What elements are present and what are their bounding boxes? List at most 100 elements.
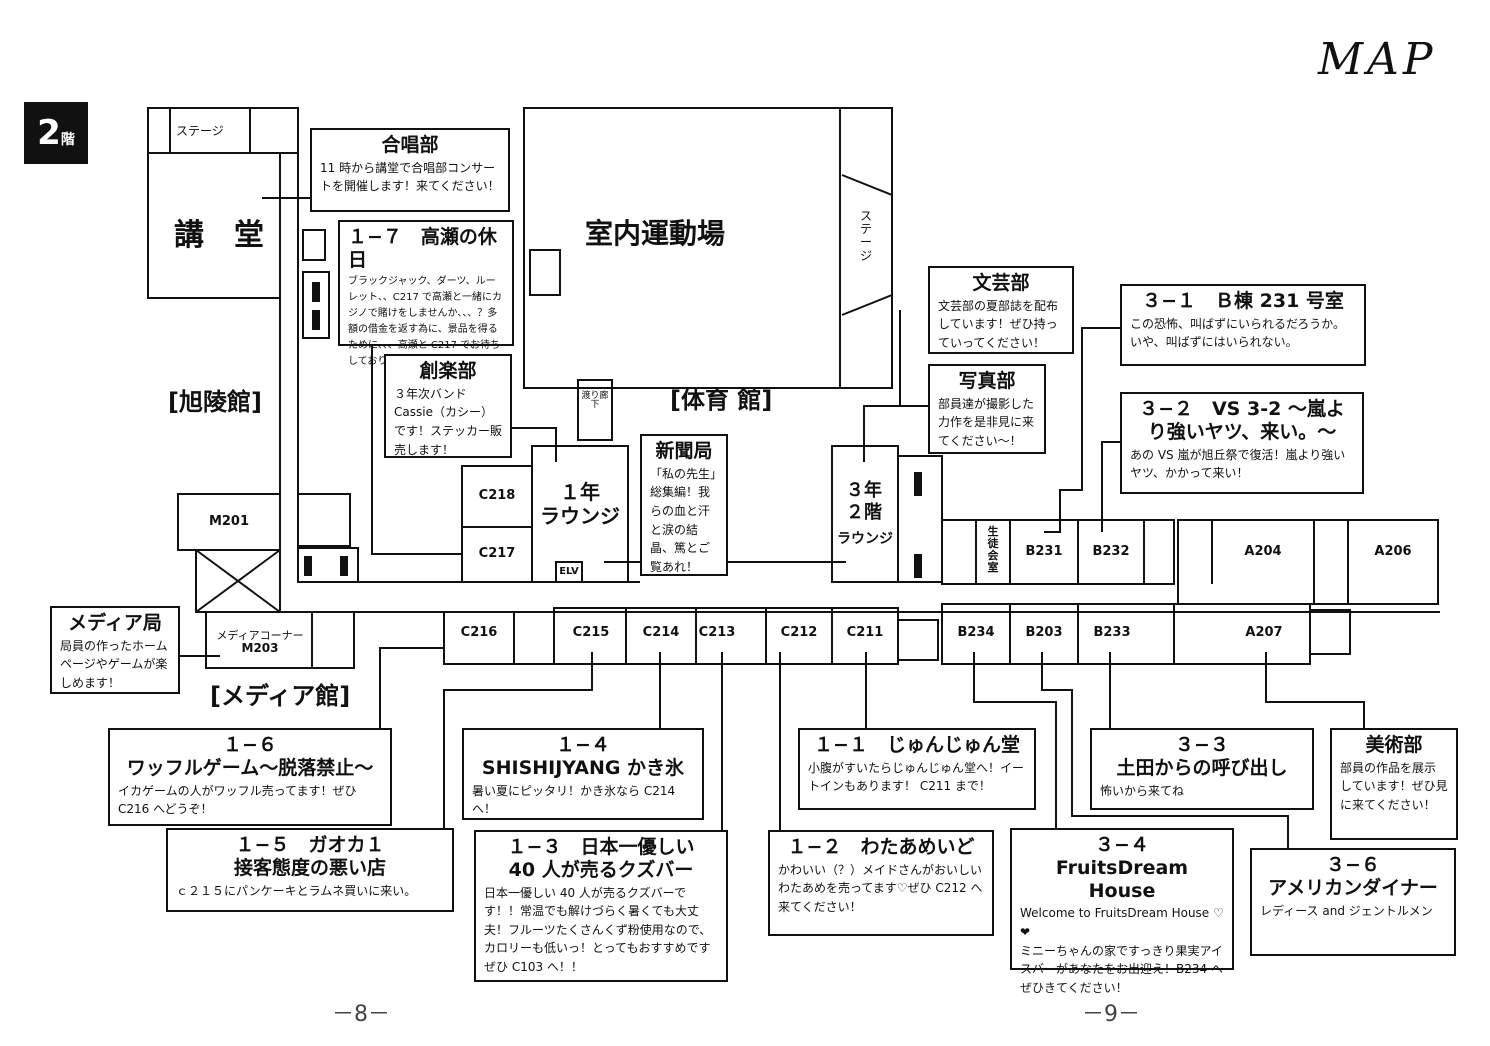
callout-body: ３年次バンド Cassie（カシー）です！ステッカー販売します！ [394, 386, 503, 457]
callout-body: 文芸部の夏部誌を配布しています！ぜひ持っていってください！ [938, 298, 1059, 350]
callout-1-1[interactable]: １−１ じゅんじゅん堂 小腹がすいたらじゅんじゅん堂へ！イートインもあります！ … [798, 728, 1036, 810]
callout-gassho[interactable]: 合唱部 11 時から講堂で合唱部コンサートを開催します！来てください！ [310, 128, 510, 212]
student-council-label: 生徒会室 [987, 525, 999, 575]
stage-label: ステージ [176, 124, 224, 138]
room-label: C213 [698, 625, 736, 640]
callout-title: １−５ ガオカ１ 接客態度の悪い店 [233, 834, 386, 879]
toilets-lower [297, 547, 359, 583]
watari-rouka [577, 379, 613, 441]
building-mediakan: [メディア館] [210, 682, 351, 710]
callout-3-3[interactable]: ３−３ 土田からの呼び出し 怖いから来てね [1090, 728, 1314, 810]
map-logo: MAP [1318, 34, 1437, 85]
watari-label: 渡り廊下 [581, 391, 609, 410]
callout-title: １−７ 高瀬の休日 [348, 226, 497, 271]
callout-title: １−３ 日本一優しい 40 人が売るクズバー [507, 836, 695, 881]
media-corner-label: メディアコーナー [216, 629, 304, 642]
stairs-m [297, 493, 351, 547]
callout-shinbun[interactable]: 新聞局 「私の先生」総集編！我らの血と汗と涙の結晶、篤とご覧あれ！ [640, 434, 728, 576]
room-label: B203 [1025, 625, 1063, 640]
callout-bijutsu[interactable]: 美術部 部員の作品を展示しています！ぜひ見に来てください！ [1330, 728, 1458, 840]
room-label: C211 [846, 625, 884, 640]
callout-body: Welcome to FruitsDream House ♡❤ ミニーちゃんの家… [1020, 906, 1224, 995]
callout-3-2[interactable]: ３−２ VS 3-2 〜嵐より強いヤツ、来い。〜 あの VS 嵐が旭丘祭で復活！… [1120, 392, 1364, 494]
building-taiikukan: [体育 館] [670, 386, 773, 414]
callout-title: ３−６ アメリカンダイナー [1268, 854, 1438, 899]
auditorium-label: 講 堂 [174, 218, 264, 253]
callout-1-6[interactable]: １−６ ワッフルゲーム〜脱落禁止〜 イカゲームの人がワッフル売ってます！ぜひ C… [108, 728, 392, 826]
callout-body: ブラックジャック、ダーツ、ルーレット、、C217 で高瀬と一緒にカジノで賭けをし… [348, 275, 503, 367]
callout-body: レディース and ジェントルメン [1260, 903, 1433, 918]
floor-suffix: 階 [60, 132, 75, 148]
page-number-right: －9－ [1082, 1002, 1140, 1027]
callout-1-5[interactable]: １−５ ガオカ１ 接客態度の悪い店 ｃ２１５にパンケーキとラムネ買いに来い。 [166, 828, 454, 912]
callout-body: 暑い夏にピッタリ！かき氷なら C214 へ！ [472, 783, 676, 817]
callout-1-7[interactable]: １−７ 高瀬の休日 ブラックジャック、ダーツ、ルーレット、、C217 で高瀬と一… [338, 220, 514, 367]
callout-title: 写真部 [958, 370, 1016, 392]
room-label: M201 [208, 514, 250, 529]
callout-3-1[interactable]: ３−１ Ｂ棟 231 号室 この恐怖、叫ばずにいられるだろうか。いや、叫ばずには… [1120, 284, 1366, 366]
gym-stairs [529, 249, 561, 296]
callout-title: 創楽部 [419, 360, 477, 382]
callout-media[interactable]: メディア局 局員の作ったホームページやゲームが楽しめます！ [50, 606, 180, 694]
lounge-1-label: １年 ラウンジ [540, 480, 620, 528]
toilet-left-upper [302, 271, 330, 339]
callout-title: １−６ ワッフルゲーム〜脱落禁止〜 [126, 734, 374, 779]
callout-body: 小腹がすいたらじゅんじゅん堂へ！イートインもあります！ C211 まで！ [808, 760, 1025, 794]
lounge-3-label: ３年 ２階 [846, 480, 882, 523]
callout-soraku[interactable]: 創楽部 ３年次バンド Cassie（カシー）です！ステッカー販売します！ [384, 354, 512, 458]
gym-outline [523, 107, 893, 389]
callout-title: 美術部 [1365, 734, 1423, 756]
room-label: C215 [572, 625, 610, 640]
floor-badge: 2階 [24, 102, 88, 164]
callout-1-3[interactable]: １−３ 日本一優しい 40 人が売るクズバー 日本一優しい 40 人が売るクズバ… [474, 830, 728, 982]
callout-title: １−４ SHISHIJYANG かき氷 [481, 734, 685, 779]
room-label: A204 [1244, 544, 1282, 559]
gym-label: 室内運動場 [585, 217, 726, 250]
callout-shashin[interactable]: 写真部 部員達が撮影した力作を是非見に来てください〜！ [928, 364, 1046, 454]
callout-body: 部員の作品を展示しています！ぜひ見に来てください！ [1340, 760, 1448, 812]
callout-title: ３−３ 土田からの呼び出し [1116, 734, 1288, 779]
page-number-left: －8－ [332, 1002, 390, 1027]
room-label: B231 [1025, 544, 1063, 559]
callout-title: ３−１ Ｂ棟 231 号室 [1142, 290, 1344, 312]
callout-body: 11 時から講堂で合唱部コンサートを開催します！来てください！ [320, 160, 500, 194]
media-corner-room: M203 [241, 641, 279, 655]
gym-stage-label: ステージ [859, 209, 872, 263]
callout-title: 文芸部 [972, 272, 1030, 294]
callout-body: 「私の先生」総集編！我らの血と汗と涙の結晶、篤とご覧あれ！ [650, 466, 717, 574]
room-label: A206 [1374, 544, 1412, 559]
callout-body: イカゲームの人がワッフル売ってます！ぜひ C216 へどうぞ！ [118, 783, 357, 817]
room-label: C218 [478, 488, 516, 503]
callout-3-6[interactable]: ３−６ アメリカンダイナー レディース and ジェントルメン [1250, 848, 1456, 956]
lounge-3-sub-label: ラウンジ [837, 531, 893, 547]
callout-body: あの VS 嵐が旭丘祭で復活！嵐より強いヤツ、かかって来い！ [1130, 447, 1346, 481]
room-label: C212 [780, 625, 818, 640]
callout-title: メディア局 [68, 612, 162, 634]
callout-body: ｃ２１５にパンケーキとラムネ買いに来い。 [176, 883, 417, 898]
room-label: B232 [1092, 544, 1130, 559]
callout-title: 合唱部 [381, 134, 439, 156]
callout-body: 怖いから来てね [1100, 783, 1185, 798]
room-label: B233 [1093, 625, 1131, 640]
toilet-icons [304, 282, 922, 578]
room-label: C217 [478, 546, 516, 561]
callout-1-2[interactable]: １−２ わたあめいど かわいい（？）メイドさんがおいしいわたあめを売ってます♡ぜ… [768, 830, 994, 936]
room-label: A207 [1245, 625, 1283, 640]
building-kyoryokan: [旭陵館] [168, 388, 262, 416]
callout-body: かわいい（？）メイドさんがおいしいわたあめを売ってます♡ぜひ C212 へ来てく… [778, 862, 983, 914]
auditorium-outline [147, 152, 281, 299]
room-label: C214 [642, 625, 680, 640]
room-label: C216 [460, 625, 498, 640]
callout-body: この恐怖、叫ばずにいられるだろうか。いや、叫ばずにはいられない。 [1130, 316, 1346, 350]
callout-title: 新聞局 [655, 440, 713, 462]
callout-1-4[interactable]: １−４ SHISHIJYANG かき氷 暑い夏にピッタリ！かき氷なら C214 … [462, 728, 704, 820]
callout-title: １−２ わたあめいど [787, 836, 975, 858]
callout-3-4[interactable]: ３−４ FruitsDream House Welcome to FruitsD… [1010, 828, 1234, 995]
stairs-left [302, 229, 326, 261]
callout-bungei[interactable]: 文芸部 文芸部の夏部誌を配布しています！ぜひ持っていってください！ [928, 266, 1074, 354]
floor-number: 2 [37, 113, 61, 153]
callout-body: 局員の作ったホームページやゲームが楽しめます！ [60, 638, 168, 690]
elevator-label: ELV [559, 566, 579, 577]
callout-title: ３−４ FruitsDream House [1055, 834, 1189, 902]
